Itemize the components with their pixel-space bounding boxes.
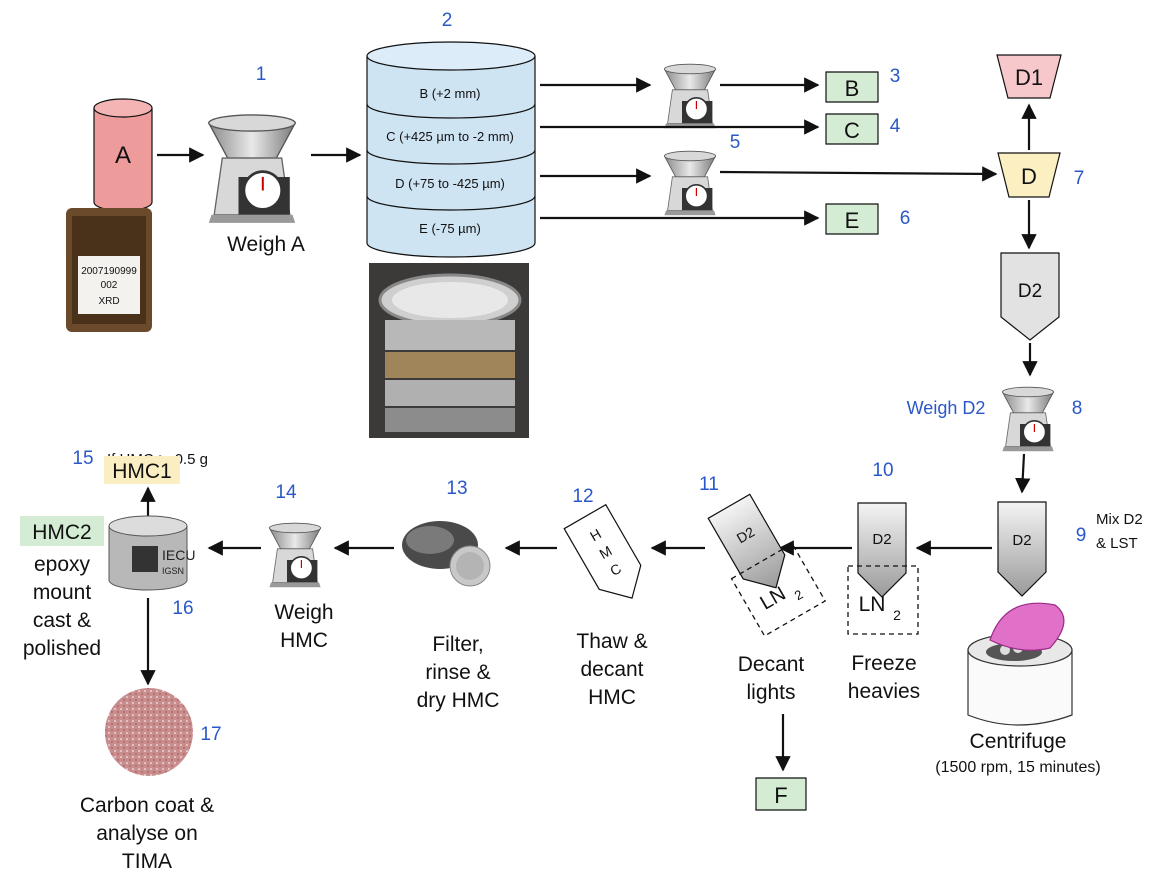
hmc2-box: HMC2 [20, 516, 104, 546]
mount-engraving-2: IGSN [162, 566, 184, 576]
mix-label-line1: Mix D2 [1096, 511, 1143, 528]
freeze-ln2-subscript: 2 [893, 607, 901, 623]
jar-label-line1: 2007190999 [81, 266, 137, 277]
step-2-number: 2 [442, 10, 453, 31]
fraction-e-label: E [845, 208, 860, 233]
filter-label-line1: Filter, [432, 633, 483, 656]
step-11-number: 11 [699, 474, 719, 495]
step-5-number: 5 [730, 132, 741, 153]
step-17-number: 17 [200, 724, 221, 745]
mount-label-line2: mount [33, 581, 92, 604]
sieve-stack: B (+2 mm) C (+425 µm to -2 mm) D (+75 to… [366, 41, 536, 258]
step-12-number: 12 [572, 486, 593, 507]
step-10-number: 10 [872, 460, 893, 481]
tima-sample-disc [105, 688, 193, 776]
freeze-label-line2: heavies [848, 680, 920, 703]
freeze-tube: D2 LN 2 [847, 502, 919, 635]
jar-label-line2: 002 [101, 280, 118, 291]
thaw-label-line3: HMC [588, 686, 636, 709]
scale-icon-d2 [1001, 386, 1055, 453]
tima-label-line3: TIMA [122, 850, 172, 873]
arrow-weigh-d2-to-mix [1015, 453, 1031, 494]
mount-label-line3: cast & [33, 609, 91, 632]
freeze-label-line1: Freeze [851, 652, 916, 675]
arrow-scale-to-d [719, 166, 998, 182]
thaw-label-line2: decant [580, 658, 643, 681]
sample-jar-photo: 2007190999 002 XRD [66, 208, 152, 332]
sieves-photo [369, 263, 529, 438]
d2-tube: D2 [1000, 252, 1060, 341]
scale-icon-b [663, 63, 717, 129]
step-9-number: 9 [1076, 525, 1087, 546]
hmc-grains-photo [402, 521, 491, 587]
decant-tube: D2 LN 2 [707, 493, 827, 637]
fraction-c-box: C [825, 113, 879, 145]
fraction-d1-box: D1 [996, 54, 1062, 99]
scale-icon-weigh-a [207, 113, 297, 225]
centrifuge-params: (1500 rpm, 15 minutes) [935, 759, 1100, 776]
fraction-d-label: D [1021, 164, 1037, 189]
filter-label-line3: dry HMC [417, 689, 500, 712]
centrifuge-image [967, 602, 1073, 726]
d2-tube-label: D2 [1018, 281, 1042, 302]
fraction-d-box: D [997, 152, 1061, 198]
tima-label-line1: Carbon coat & [80, 794, 214, 817]
hmc1-box: HMC1 [104, 456, 180, 484]
sample-a-cylinder: A [93, 98, 153, 212]
fraction-e-box: E [825, 203, 879, 235]
weigh-a-label: Weigh A [227, 233, 305, 256]
step-16-number: 16 [172, 598, 193, 619]
epoxy-mount-image: IECU IGSN [108, 515, 195, 591]
step-3-number: 3 [890, 66, 901, 87]
fraction-c-label: C [844, 118, 860, 143]
scale-icon-d [663, 150, 717, 216]
decant-ln2-subscript: 2 [792, 587, 806, 604]
hmc-tube: H M C [563, 503, 642, 599]
decant-tube-label: D2 [734, 523, 758, 546]
fraction-b-box: B [825, 71, 879, 103]
step-14-number: 14 [275, 482, 297, 503]
filter-label-line2: rinse & [425, 661, 490, 684]
weigh-hmc-label-line2: HMC [280, 629, 328, 652]
mix-tube-label: D2 [1012, 532, 1031, 549]
mount-engraving: IECU [162, 547, 195, 563]
weigh-hmc-label-line1: Weigh [274, 601, 333, 624]
mix-label-line2: & LST [1096, 535, 1138, 552]
mount-label-line1: epoxy [34, 553, 91, 576]
step-8-number: 8 [1072, 398, 1083, 419]
tima-label-line2: analyse on [96, 822, 198, 845]
step-6-number: 6 [900, 208, 911, 229]
weigh-d2-label: Weigh D2 [907, 398, 986, 418]
mix-tube: D2 [997, 501, 1047, 597]
freeze-ln2-label: LN [859, 593, 886, 616]
fraction-d1-label: D1 [1015, 65, 1043, 90]
mount-label-line4: polished [23, 637, 101, 660]
sieve-b-label: B (+2 mm) [419, 86, 480, 101]
step-4-number: 4 [890, 116, 901, 137]
hmc2-label: HMC2 [32, 521, 92, 544]
jar-label-line3: XRD [98, 296, 119, 307]
sample-a-label: A [115, 142, 131, 169]
hmc1-label: HMC1 [112, 460, 172, 483]
fraction-b-label: B [845, 76, 860, 101]
scale-icon-hmc [268, 522, 322, 589]
decant-label-line1: Decant [738, 653, 805, 676]
sieve-d-label: D (+75 to -425 µm) [395, 176, 505, 191]
decant-ln2-label: LN [756, 583, 789, 615]
fraction-f-label: F [774, 783, 787, 808]
decant-label-line2: lights [746, 681, 795, 704]
step-1-number: 1 [256, 64, 267, 85]
step-13-number: 13 [446, 478, 467, 499]
step-15-number: 15 [72, 448, 93, 469]
sieve-c-label: C (+425 µm to -2 mm) [386, 129, 514, 144]
freeze-tube-label: D2 [872, 531, 891, 548]
fraction-f-box: F [755, 777, 807, 811]
centrifuge-label: Centrifuge [970, 730, 1067, 753]
thaw-label-line1: Thaw & [576, 630, 647, 653]
sieve-e-label: E (-75 µm) [419, 221, 481, 236]
step-7-number: 7 [1074, 168, 1085, 189]
